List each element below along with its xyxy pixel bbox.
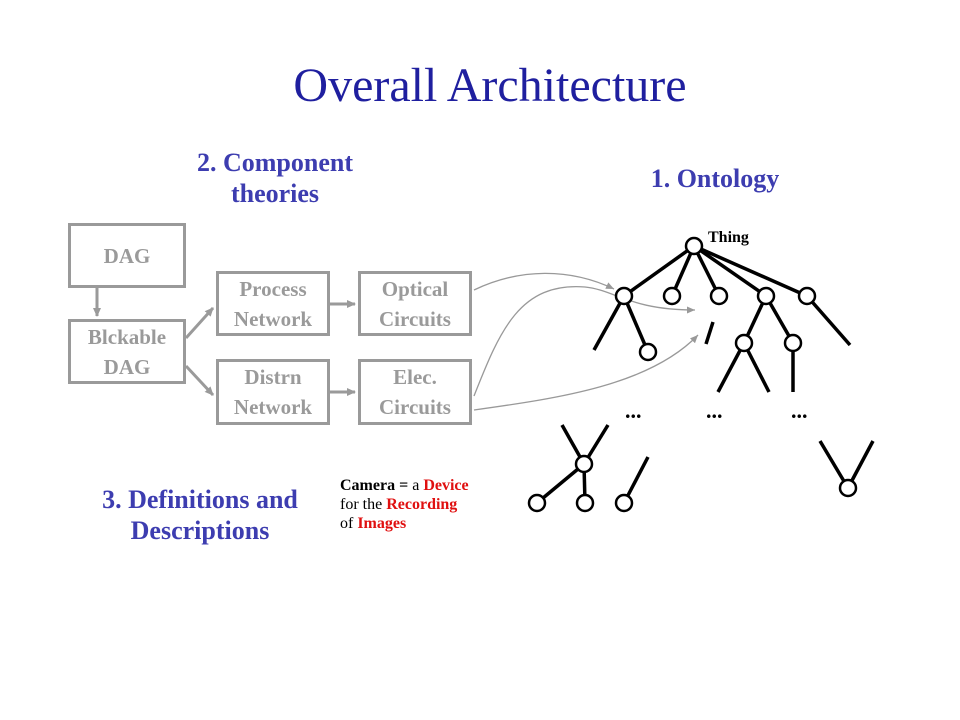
box-elec-circuits: Elec. Circuits (358, 359, 472, 425)
definition-line: of Images (340, 514, 469, 533)
node (575, 493, 595, 513)
curve-elec-to-ontology-upper (473, 286, 696, 397)
node (756, 286, 776, 306)
definition-word: for the (340, 496, 383, 513)
heading-line: 2. Component (196, 148, 353, 177)
definition-word: of (340, 515, 354, 532)
node (614, 286, 634, 306)
curve-elec-to-ontology-lower (473, 334, 699, 411)
definition-concept: Images (357, 515, 407, 532)
box-label: Process (239, 276, 307, 301)
box-distrn-network: Distrn Network (216, 359, 330, 425)
box-process-network: Process Network (216, 271, 330, 336)
node (527, 493, 547, 513)
node (838, 478, 858, 498)
box-label: Network (233, 395, 313, 419)
node (574, 454, 594, 474)
box-label: Elec. (393, 365, 437, 389)
heading-component-theories: 2. Component theories (150, 147, 400, 209)
box-dag: DAG (68, 223, 186, 288)
definition-concept: Device (423, 477, 469, 494)
heading-ontology: 1. Ontology (650, 164, 780, 193)
definition-example: Camera = a Device for the Recording of I… (340, 476, 469, 533)
box-label: Network (233, 306, 313, 331)
node (709, 286, 729, 306)
node (797, 286, 817, 306)
heading-line: theories (230, 179, 320, 208)
box-label: DAG (103, 243, 151, 268)
box-label: Optical (381, 276, 449, 301)
definition-word: a (412, 477, 420, 494)
box-label: Blckable (87, 324, 167, 349)
definition-line: for the Recording (340, 495, 469, 514)
ellipsis: ... (625, 398, 642, 423)
definition-concept: Recording (386, 496, 458, 513)
node (614, 493, 634, 513)
ellipsis: ... (706, 398, 723, 423)
box-label: Circuits (379, 395, 451, 419)
box-label: Circuits (379, 306, 451, 331)
ontology-root-label: Thing (708, 229, 749, 246)
ontology-tree-edges (592, 244, 852, 393)
box-blockable-dag: Blckable DAG (68, 319, 186, 384)
arrow-blockable-to-distrn (184, 364, 215, 397)
definition-line: Camera = a Device (340, 476, 469, 495)
heading-line: 3. Definitions and (102, 485, 298, 514)
box-optical-circuits: Optical Circuits (358, 271, 472, 336)
node (783, 333, 803, 353)
node (734, 333, 754, 353)
heading-line: Descriptions (130, 516, 270, 545)
slide-title: Overall Architecture (293, 59, 687, 112)
box-label: DAG (103, 354, 151, 379)
ontology-nodes (527, 236, 858, 513)
curve-optical-to-ontology (473, 272, 615, 291)
node-thing (684, 236, 704, 256)
heading-definitions: 3. Definitions and Descriptions (70, 484, 330, 546)
ellipsis: ... (791, 398, 808, 423)
node (638, 342, 658, 362)
definition-term: Camera = (340, 477, 409, 494)
node (662, 286, 682, 306)
arrow-blockable-to-process (184, 306, 215, 340)
box-label: Distrn (244, 365, 302, 389)
